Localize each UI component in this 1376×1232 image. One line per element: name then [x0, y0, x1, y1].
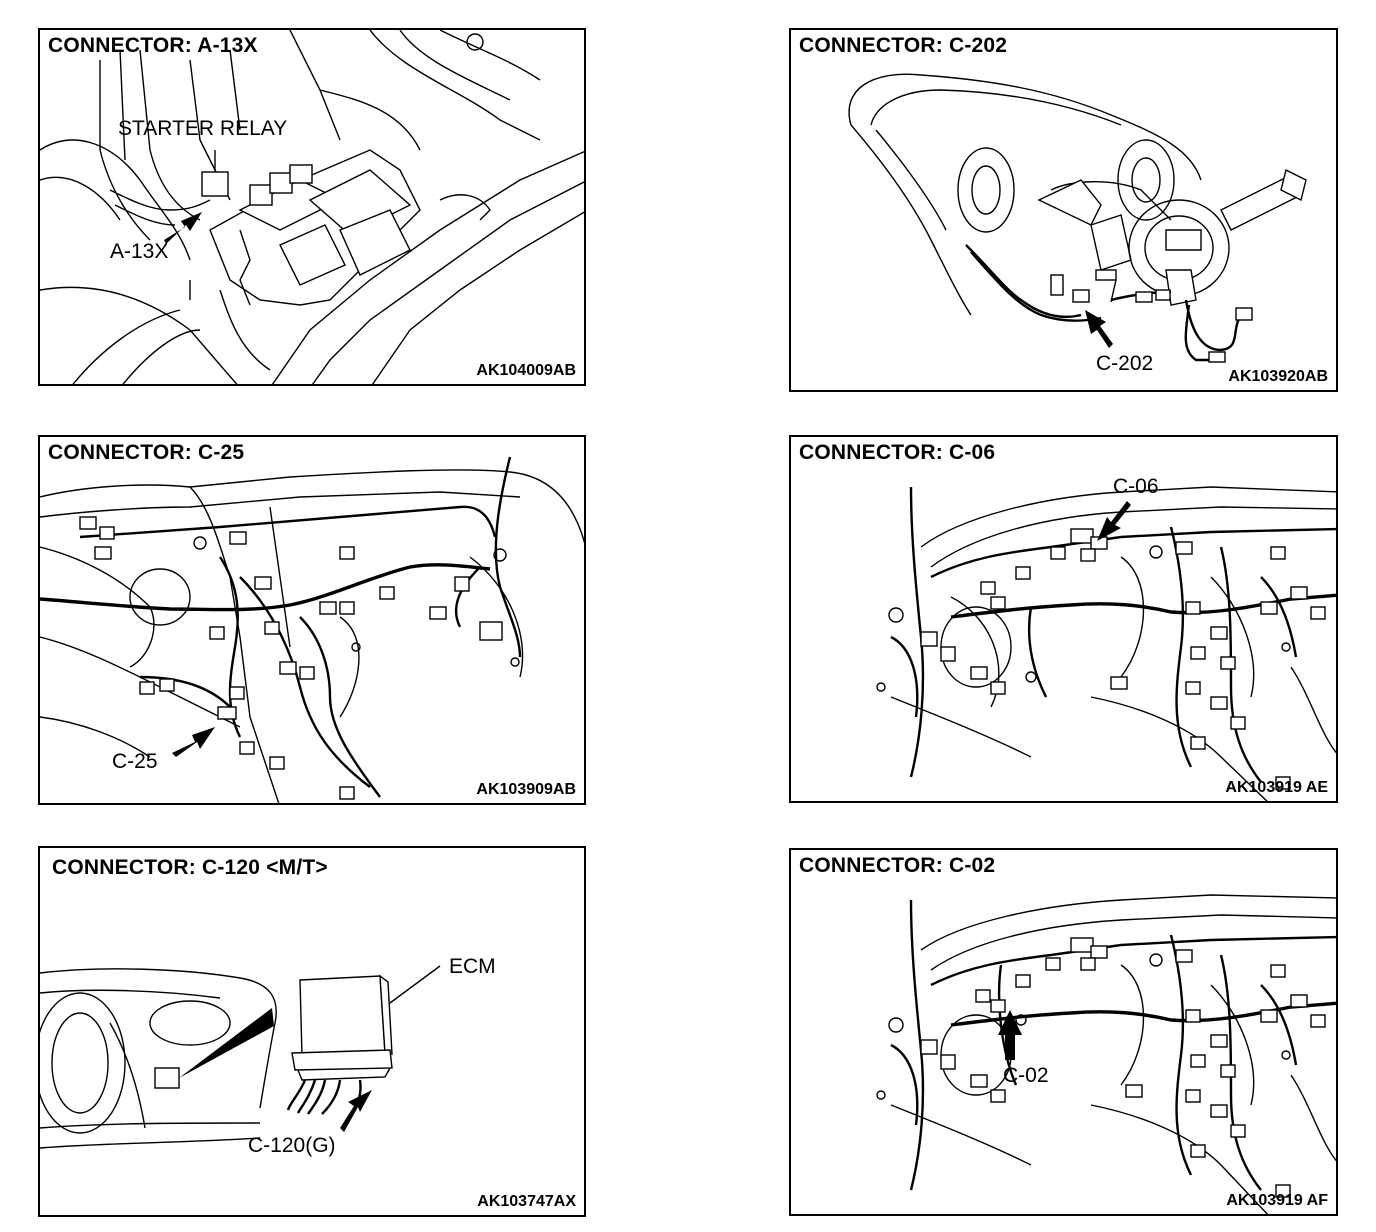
- connector-panel-c25: CONNECTOR: C-25 C-25 AK103909AB: [38, 435, 586, 805]
- figure-code: AK103919 AF: [1226, 1192, 1328, 1209]
- connector-label: C-02: [1003, 1064, 1049, 1087]
- connector-panel-c02: CONNECTOR: C-02 C-02 AK103919 AF: [789, 848, 1338, 1216]
- connector-label: C-120(G): [248, 1134, 336, 1157]
- figure-code: AK103919 AE: [1225, 779, 1328, 796]
- connector-panel-a13x: CONNECTOR: A-13X STARTER RELAY A-13X AK1…: [38, 28, 586, 386]
- connector-label: C-06: [1113, 475, 1159, 498]
- ecm-label: ECM: [449, 955, 496, 978]
- connector-label: C-202: [1096, 352, 1154, 375]
- figure-code: AK103909AB: [476, 781, 576, 798]
- connector-label: C-25: [112, 750, 158, 773]
- steering-column-illustration: [848, 73, 1307, 363]
- figure-code: AK104009AB: [476, 362, 576, 379]
- ecm-location-illustration: [40, 965, 441, 1149]
- figure-code: AK103920AB: [1228, 368, 1328, 385]
- connector-panel-c120: CONNECTOR: C-120 <M/T> ECM C-120(G) AK10…: [38, 846, 586, 1217]
- panel-title: CONNECTOR: C-06: [799, 441, 996, 464]
- starter-relay-label: STARTER RELAY: [118, 117, 288, 140]
- panel-title: CONNECTOR: C-25: [48, 441, 245, 464]
- engine-bay-illustration: [40, 30, 584, 384]
- figure-code: AK103747AX: [477, 1193, 576, 1210]
- panel-title: CONNECTOR: A-13X: [48, 34, 258, 57]
- panel-title: CONNECTOR: C-202: [799, 34, 1008, 57]
- connector-panel-c06: CONNECTOR: C-06 C-06 AK103919 AE: [789, 435, 1338, 803]
- instrument-panel-harness-illustration: [876, 894, 1336, 1214]
- connector-panel-c202: CONNECTOR: C-202 C-202 AK103920AB: [789, 28, 1338, 392]
- instrument-panel-harness-illustration: [40, 456, 584, 803]
- instrument-panel-harness-illustration: [876, 486, 1336, 801]
- panel-title: CONNECTOR: C-120 <M/T>: [52, 856, 328, 879]
- connector-label: A-13X: [110, 240, 169, 263]
- panel-title: CONNECTOR: C-02: [799, 854, 996, 877]
